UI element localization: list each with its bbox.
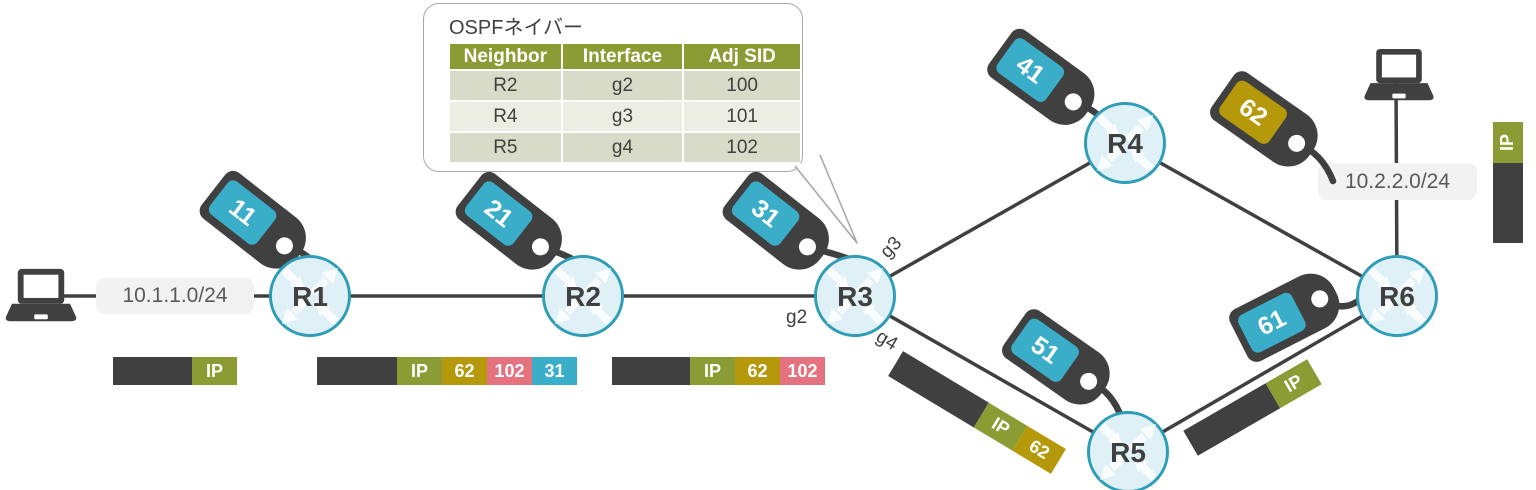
router-arrows-icon bbox=[826, 267, 884, 325]
cell-neighbor: R2 bbox=[450, 71, 561, 100]
router-arrows-icon bbox=[1368, 267, 1426, 325]
subnet-label-left: 10.1.1.0/24 bbox=[96, 278, 254, 314]
laptop-icon-right bbox=[1364, 48, 1434, 101]
table-header-interface: Interface bbox=[562, 44, 683, 69]
router-r4: R4 bbox=[1084, 102, 1166, 184]
table-row: R4 g3 101 bbox=[450, 102, 800, 131]
ospf-neighbor-table: Neighbor Interface Adj SID R2 g2 100 R4 … bbox=[448, 42, 802, 164]
packet-segment-label-102: 102 bbox=[780, 357, 825, 385]
packet-r2-r3: IP 62 102 bbox=[612, 357, 825, 385]
interface-label-g2: g2 bbox=[786, 307, 808, 328]
packet-segment-payload bbox=[113, 357, 192, 385]
router-arrows-icon bbox=[1099, 423, 1157, 481]
router-label: R2 bbox=[565, 281, 601, 312]
cell-adj-sid: 100 bbox=[684, 71, 800, 100]
router-label: R4 bbox=[1107, 128, 1143, 159]
link-r4-r6 bbox=[1124, 141, 1398, 298]
packet-segment-payload bbox=[317, 357, 397, 385]
packet-lan-left: IP bbox=[113, 357, 237, 385]
cell-adj-sid: 101 bbox=[684, 102, 800, 131]
cell-interface: g2 bbox=[562, 71, 683, 100]
packet-segment-label-62: 62 bbox=[735, 357, 780, 385]
router-label: R5 bbox=[1110, 437, 1146, 468]
packet-lan-right: IP bbox=[1493, 122, 1523, 243]
router-label: R3 bbox=[837, 281, 873, 312]
cell-neighbor: R4 bbox=[450, 102, 561, 131]
packet-segment-ip: IP bbox=[690, 357, 735, 385]
packet-segment-payload bbox=[612, 357, 690, 385]
router-r2: R2 bbox=[542, 255, 624, 337]
router-label: R1 bbox=[292, 281, 328, 312]
table-header-neighbor: Neighbor bbox=[450, 44, 561, 69]
laptop-icon-left bbox=[5, 268, 77, 322]
router-r3: R3 bbox=[814, 255, 896, 337]
subnet-label-right: 10.2.2.0/24 bbox=[1318, 163, 1477, 200]
router-arrows-icon bbox=[281, 267, 339, 325]
table-row: R5 g4 102 bbox=[450, 133, 800, 162]
packet-r1-r2: IP 62 102 31 bbox=[317, 357, 577, 385]
table-row: R2 g2 100 bbox=[450, 71, 800, 100]
packet-segment-ip: IP bbox=[1493, 122, 1523, 163]
callout-title: OSPFネイバー bbox=[449, 17, 584, 39]
router-r6: R6 bbox=[1356, 255, 1438, 337]
cell-neighbor: R5 bbox=[450, 133, 561, 162]
packet-segment-label-62: 62 bbox=[442, 357, 487, 385]
table-header-row: Neighbor Interface Adj SID bbox=[450, 44, 800, 69]
router-r1: R1 bbox=[269, 255, 351, 337]
ospf-neighbor-callout: OSPFネイバー Neighbor Interface Adj SID R2 g… bbox=[423, 3, 803, 172]
link-r3-r5 bbox=[854, 294, 1129, 454]
cell-interface: g4 bbox=[562, 133, 683, 162]
packet-segment-label-102: 102 bbox=[487, 357, 532, 385]
packet-ip-text: IP bbox=[1497, 133, 1518, 152]
router-label: R6 bbox=[1379, 281, 1415, 312]
packet-segment-payload bbox=[1493, 163, 1523, 243]
packet-segment-label-31: 31 bbox=[532, 357, 577, 385]
packet-segment-ip: IP bbox=[192, 357, 237, 385]
cell-adj-sid: 102 bbox=[684, 133, 800, 162]
link-r5-r6 bbox=[1127, 294, 1398, 454]
link-r3-r4 bbox=[854, 141, 1126, 298]
cell-interface: g3 bbox=[562, 102, 683, 131]
table-header-adj-sid: Adj SID bbox=[684, 44, 800, 69]
router-arrows-icon bbox=[554, 267, 612, 325]
router-r5: R5 bbox=[1087, 411, 1169, 490]
packet-segment-ip: IP bbox=[397, 357, 442, 385]
